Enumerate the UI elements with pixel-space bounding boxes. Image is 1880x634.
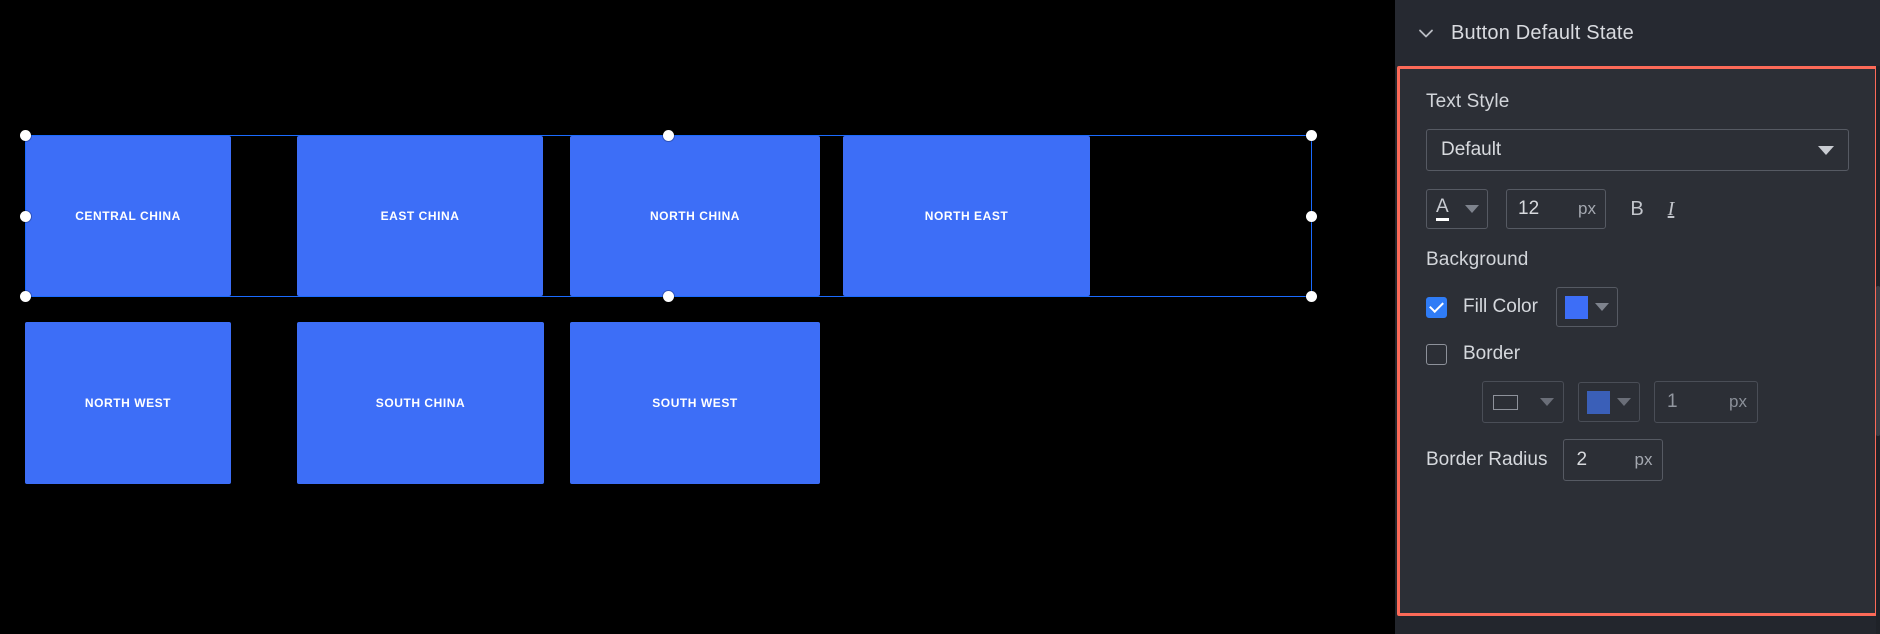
fill-color-label: Fill Color [1463,296,1538,317]
text-color-picker[interactable]: A [1426,189,1488,229]
region-button-south-west[interactable]: SOUTH WEST [570,322,820,484]
border-radius-unit: px [1634,450,1653,469]
region-button-north-china[interactable]: NORTH CHINA [570,136,820,296]
chevron-down-icon [1818,145,1834,155]
panel-header[interactable]: Button Default State [1395,0,1880,66]
border-color-swatch [1587,390,1610,414]
chevron-down-icon [1465,205,1479,213]
chevron-down-icon[interactable] [1415,22,1437,44]
text-style-section-label: Text Style [1426,91,1510,112]
region-button-north-east[interactable]: NORTH EAST [843,136,1090,296]
text-style-select[interactable]: Default [1426,129,1849,171]
border-detail-row: 1 px [1482,381,1849,423]
resize-handle-middle-right[interactable] [1306,210,1317,222]
region-button-south-china[interactable]: SOUTH CHINA [297,322,544,484]
bold-label: B [1630,197,1644,220]
rectangle-outline-icon [1493,394,1518,410]
region-button-label: NORTH EAST [924,209,1009,223]
resize-handle-bottom-right[interactable] [1306,291,1317,302]
region-button-east-china[interactable]: EAST CHINA [297,136,543,296]
border-width-value: 1 [1667,391,1678,412]
fill-color-swatch [1564,295,1588,319]
font-size-unit: px [1578,199,1596,218]
font-controls-row: A 12 px B I [1426,189,1849,229]
region-button-central-china[interactable]: CENTRAL CHINA [25,136,231,296]
region-button-north-west[interactable]: NORTH WEST [25,322,231,484]
properties-panel: Button Default State Text Style Default … [1395,0,1880,634]
border-checkbox[interactable] [1426,343,1447,365]
chevron-down-icon [1540,398,1554,406]
border-radius-input[interactable]: 2 px [1563,439,1664,481]
region-button-label: SOUTH CHINA [375,396,466,410]
region-button-label: EAST CHINA [380,209,460,223]
border-width-unit: px [1729,392,1747,411]
border-width-input[interactable]: 1 px [1654,381,1758,423]
region-button-label: NORTH CHINA [649,209,741,223]
border-radius-row: Border Radius 2 px [1426,439,1849,481]
background-section-label: Background [1426,249,1529,270]
panel-scrollbar-thumb[interactable] [1876,286,1880,436]
panel-body-highlighted: Text Style Default A 12 px B I [1397,66,1878,616]
border-radius-value: 2 [1576,449,1588,470]
bold-button[interactable]: B [1620,192,1654,226]
chevron-down-icon [1617,398,1631,406]
border-label: Border [1463,343,1521,364]
border-style-picker[interactable] [1482,381,1564,423]
chevron-down-icon [1594,303,1609,311]
resize-handle-top-right[interactable] [1306,130,1317,141]
text-color-a-glyph: A [1436,197,1449,221]
font-size-value: 12 [1518,198,1540,219]
check-icon [1429,298,1444,314]
border-radius-label: Border Radius [1426,449,1548,470]
region-button-label: SOUTH WEST [652,396,738,410]
design-canvas[interactable]: CENTRAL CHINA EAST CHINA NORTH CHINA NOR… [0,0,1395,634]
region-button-label: NORTH WEST [84,396,172,410]
fill-color-checkbox[interactable] [1426,296,1447,318]
fill-color-row: Fill Color [1426,287,1849,327]
italic-label: I [1667,197,1675,220]
fill-color-picker[interactable] [1555,287,1618,327]
border-color-picker[interactable] [1578,382,1640,422]
region-button-label: CENTRAL CHINA [75,209,181,223]
border-row: Border [1426,343,1849,365]
panel-title: Button Default State [1451,21,1635,44]
panel-scrollbar-track[interactable] [1876,66,1880,634]
italic-button[interactable]: I [1654,192,1688,226]
text-style-select-value: Default [1441,139,1502,160]
font-size-input[interactable]: 12 px [1506,189,1606,229]
